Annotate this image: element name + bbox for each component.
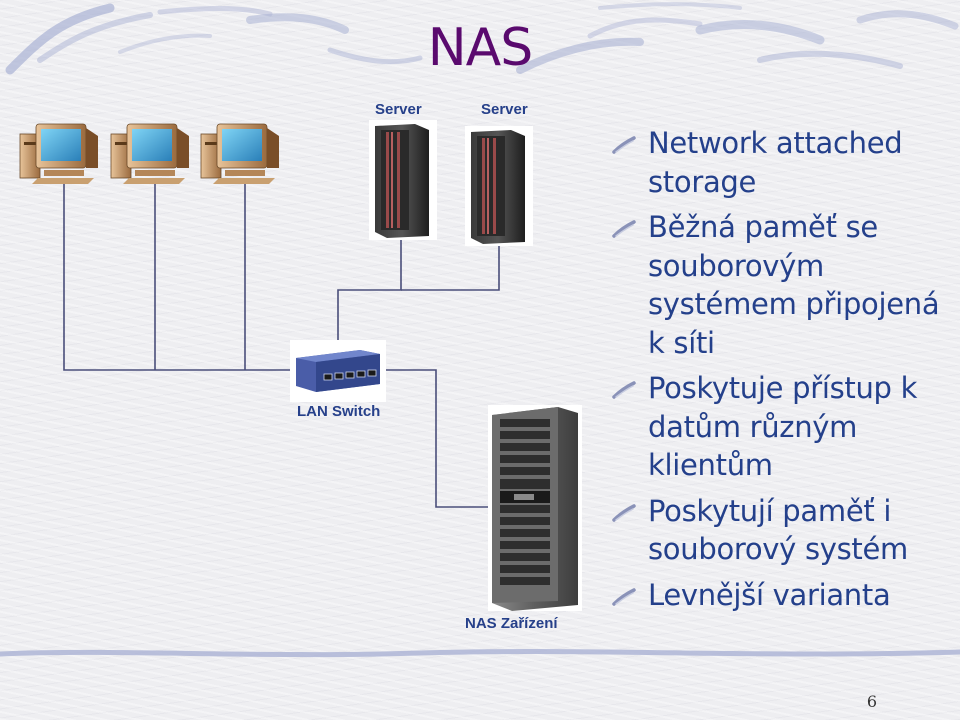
bullet-item: Poskytují paměť i souborový systém [612, 492, 952, 569]
bullet-item: Network attached storage [612, 124, 952, 201]
server-right [465, 126, 533, 246]
bullet-list: Network attached storage Běžná paměť se … [612, 124, 952, 614]
nas-network-diagram [19, 120, 582, 611]
cable-server-left [337, 240, 402, 345]
bullet-text: Network attached storage [648, 126, 903, 199]
bullet-item: Běžná paměť se souborovým systémem připo… [612, 208, 952, 362]
lan-switch [290, 340, 386, 402]
bullet-item: Levnější varianta [612, 576, 952, 615]
bullet-text: Poskytuje přístup k datům různým klientů… [648, 371, 918, 482]
slide-number: 6 [866, 692, 878, 711]
label-server-right: Server [481, 101, 528, 118]
nas-device [488, 405, 582, 611]
bullet-brush-icon [612, 503, 636, 522]
label-nas-device: NAS Zařízení [465, 615, 558, 632]
cable-workstation-1 [63, 180, 292, 371]
server-left [369, 120, 437, 240]
bullet-brush-icon [612, 136, 636, 154]
bullet-text: Běžná paměť se souborovým systémem připo… [648, 210, 940, 360]
workstation-1 [19, 123, 98, 184]
bullet-brush-icon [612, 220, 636, 238]
bullet-brush-icon [612, 587, 636, 606]
decorative-footer-line [0, 649, 960, 658]
bullet-item: Poskytuje přístup k datům různým klientů… [612, 369, 952, 485]
workstation-3 [200, 123, 279, 184]
bullet-text: Levnější varianta [648, 577, 891, 612]
bullet-text: Poskytují paměť i souborový systém [648, 493, 908, 567]
bullet-brush-icon [612, 381, 636, 399]
cable-nas [385, 369, 492, 508]
slide-title: NAS [427, 18, 533, 78]
workstation-2 [110, 123, 189, 184]
network-cables [63, 180, 500, 508]
label-server-left: Server [375, 101, 422, 118]
cable-server-right [401, 246, 500, 291]
label-lan-switch: LAN Switch [297, 403, 381, 420]
decorative-header-stripes [5, 2, 959, 75]
